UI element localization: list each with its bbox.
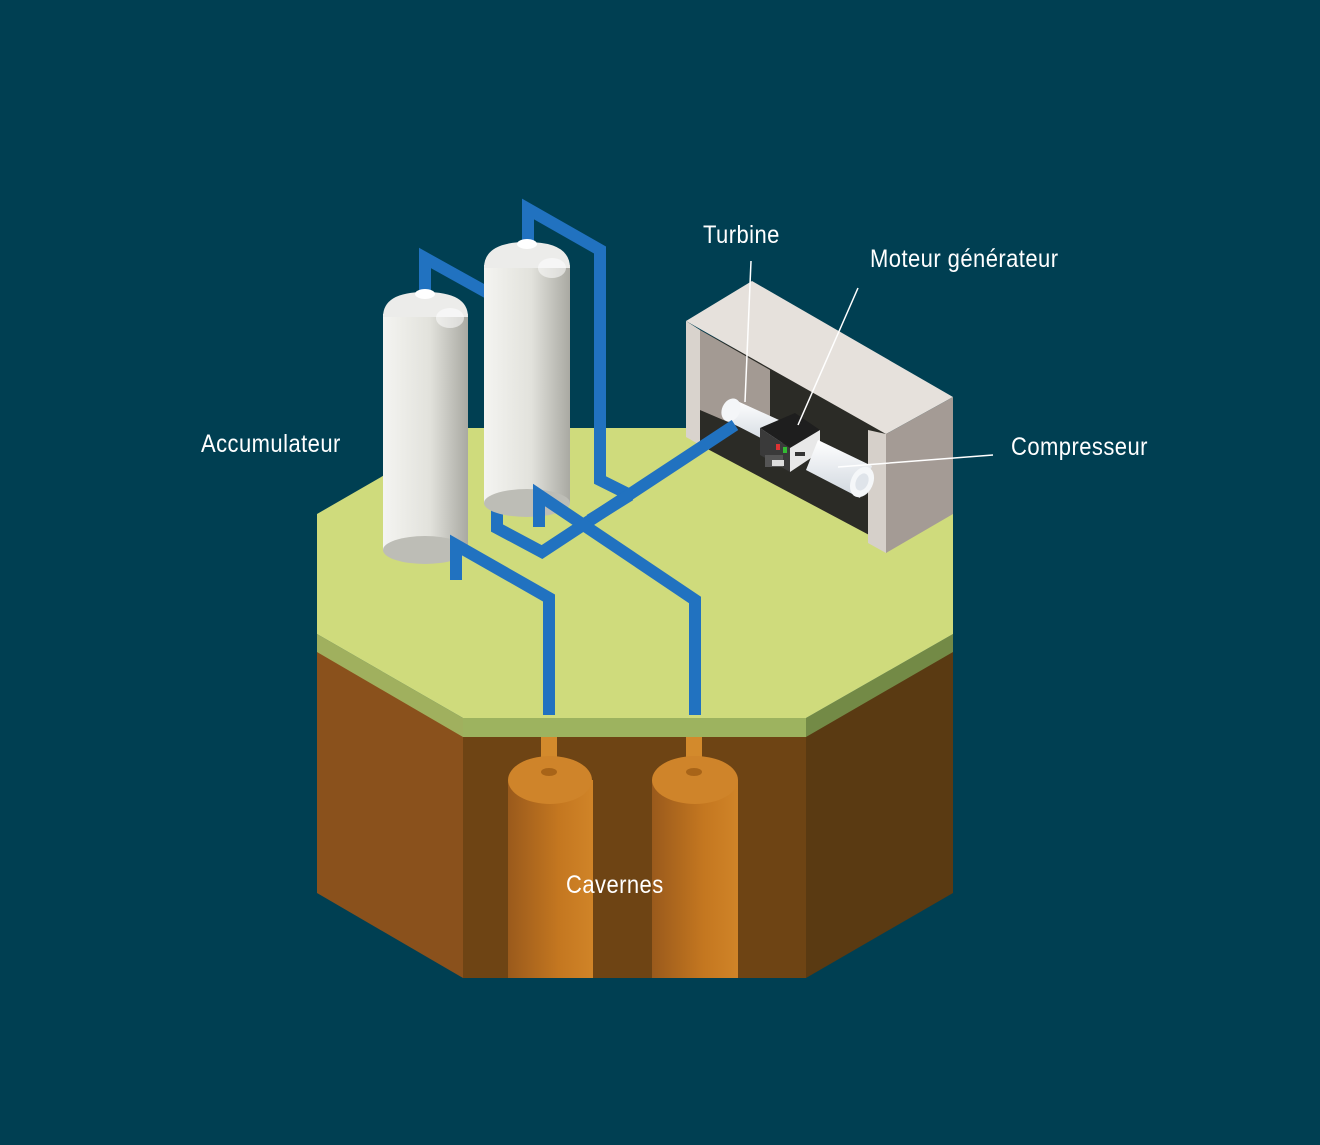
hall-roof: [686, 281, 953, 434]
pipe-tank-right-outlet: [522, 198, 633, 501]
leader-compressor: [837, 454, 994, 468]
cavern-right: [652, 737, 738, 978]
soil-right-face: [806, 650, 953, 978]
underground-cavern-icon: [652, 780, 738, 978]
cylinder-tank-icon: [383, 314, 468, 550]
compressor-cylinder-icon: [806, 440, 875, 498]
label-motor-generator: Moteur générateur: [870, 245, 1059, 273]
cylinder-tank-icon: [484, 265, 570, 503]
hall-right-wall: [886, 397, 953, 553]
underground-cavern-icon: [508, 780, 593, 978]
leader-motor-generator: [797, 287, 859, 426]
cavern-right-top: [652, 756, 738, 804]
pipe-cross-link: [586, 489, 634, 526]
tank-right: [484, 239, 570, 517]
leader-turbine: [744, 260, 752, 403]
cavern-left: [508, 737, 593, 978]
label-caverns: Cavernes: [566, 871, 664, 899]
motor-generator-icon: [760, 413, 820, 472]
ground-edge: [317, 634, 953, 737]
hall-left-wall: [686, 321, 700, 445]
ground-top: [317, 428, 953, 718]
cavern-left-top: [508, 756, 592, 804]
hall-right-front: [868, 430, 886, 553]
label-turbine: Turbine: [703, 221, 780, 249]
pipe-to-cavern-right: [533, 483, 701, 715]
pipes-front: [450, 483, 701, 715]
tank-left: [383, 289, 468, 564]
pipe-to-cavern-left: [450, 534, 555, 715]
soil-left-face: [317, 650, 463, 978]
label-accumulator: Accumulateur: [201, 430, 341, 458]
label-compressor: Compresseur: [1011, 433, 1148, 461]
machine-hall-icon: [686, 281, 953, 553]
leader-lines: [744, 260, 994, 468]
